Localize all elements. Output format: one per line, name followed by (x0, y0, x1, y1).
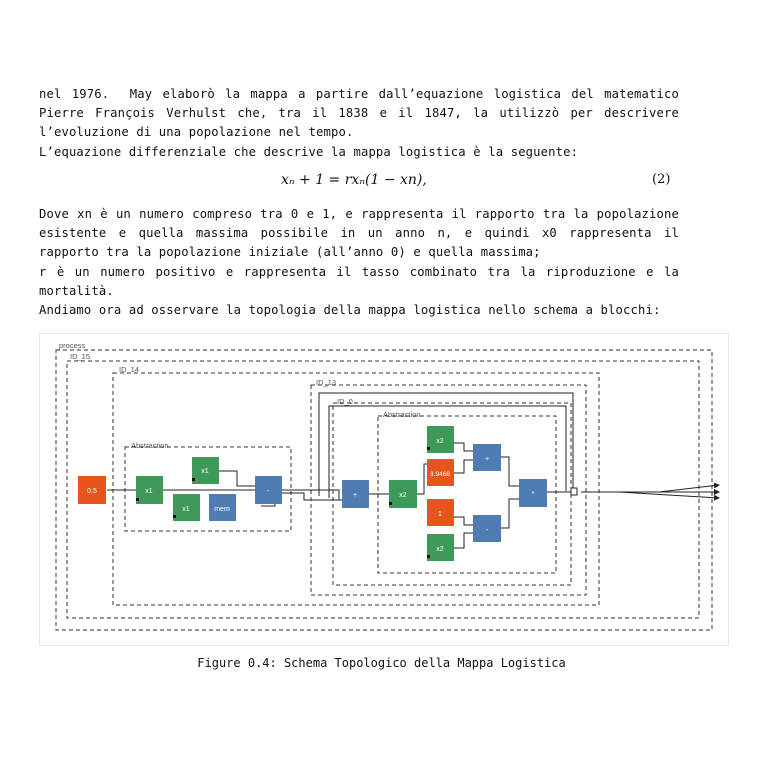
block-label: 0.5 (87, 488, 97, 495)
block-const-1: 1 (427, 499, 454, 526)
block-minus-a: - (255, 476, 282, 504)
output-port (570, 487, 578, 496)
text-line: Dove xn è un numero compreso tra 0 e 1, … (39, 207, 679, 221)
group-id15 (66, 360, 700, 619)
block-label: x1 (201, 468, 209, 475)
block-diagram-figure: process ID_15 ID_14 Abstraction ID_13 ID… (39, 333, 729, 646)
text-line: esistente e quella massima possibile in … (39, 226, 679, 241)
block-x1-a: x1 (136, 476, 163, 504)
block-x2-c: x2 (427, 534, 454, 561)
block-label: x2 (399, 492, 407, 499)
label-abstraction-1: Abstraction (131, 441, 169, 450)
equation-number: (2) (652, 172, 671, 187)
block-label: + (353, 492, 357, 499)
block-diagram: process ID_15 ID_14 Abstraction ID_13 ID… (39, 333, 729, 646)
block-label: x1 (145, 488, 153, 495)
figure-caption: Figure 0.4: Schema Topologico della Mapp… (0, 656, 776, 670)
block-label: x2 (436, 546, 444, 553)
group-process (55, 349, 713, 631)
label-id14: ID_14 (119, 365, 139, 374)
label-id0: ID_0 (337, 397, 353, 406)
paragraph-intro: nel 1976. May elaborò la mappa a partire… (39, 85, 679, 162)
block-plus-b: + (473, 444, 501, 471)
equation: xₙ + 1 = rxₙ(1 − xn), (281, 172, 427, 188)
text-line: L’equazione differenziale che descrive l… (39, 144, 579, 159)
block-const-3-9468: 3.9468 (427, 459, 454, 486)
block-label: - (486, 527, 489, 534)
text-line: l’evoluzione di una popolazione nel temp… (39, 125, 354, 140)
block-label: 1 (438, 511, 442, 518)
text-line: mortalità. (39, 283, 114, 298)
block-minus-b: - (473, 515, 501, 542)
block-times: * (519, 479, 547, 507)
block-mem: mem (209, 494, 236, 521)
block-x2-a: x2 (389, 480, 417, 508)
block-x2-b: x2 (427, 426, 454, 453)
paragraph-definitions: Dove xn è un numero compreso tra 0 e 1, … (39, 205, 679, 320)
block-label: + (485, 456, 489, 463)
label-process: process (59, 341, 86, 350)
block-label: - (267, 488, 270, 495)
equation-row: xₙ + 1 = rxₙ(1 − xn), (2) (0, 172, 776, 192)
text-line: r è un numero positivo e rappresenta il … (39, 264, 679, 279)
block-label: * (532, 491, 535, 498)
block-x1-c: x1 (173, 494, 200, 521)
label-id15: ID_15 (70, 352, 90, 361)
block-label: x1 (182, 506, 190, 513)
block-const-0-5: 0.5 (78, 476, 106, 504)
text-line: Andiamo ora ad osservare la topologia de… (39, 303, 661, 318)
block-plus-a: + (342, 480, 369, 508)
group-abstraction-1 (124, 446, 292, 532)
block-label: mem (214, 506, 230, 513)
group-id14 (112, 372, 600, 606)
label-id13: ID_13 (316, 378, 336, 387)
label-abstraction-2: Abstraction (383, 410, 421, 419)
block-x1-b: x1 (192, 457, 219, 484)
text-line: Pierre François Verhulst che, tra il 183… (39, 106, 679, 121)
block-label: 3.9468 (430, 471, 450, 478)
caption-text: Figure 0.4: Schema Topologico della Mapp… (197, 656, 566, 670)
text-line: nel 1976. May elaborò la mappa a partire… (39, 87, 679, 101)
text-line: rapporto tra la popolazione iniziale (al… (39, 245, 541, 260)
block-label: x2 (436, 438, 444, 445)
